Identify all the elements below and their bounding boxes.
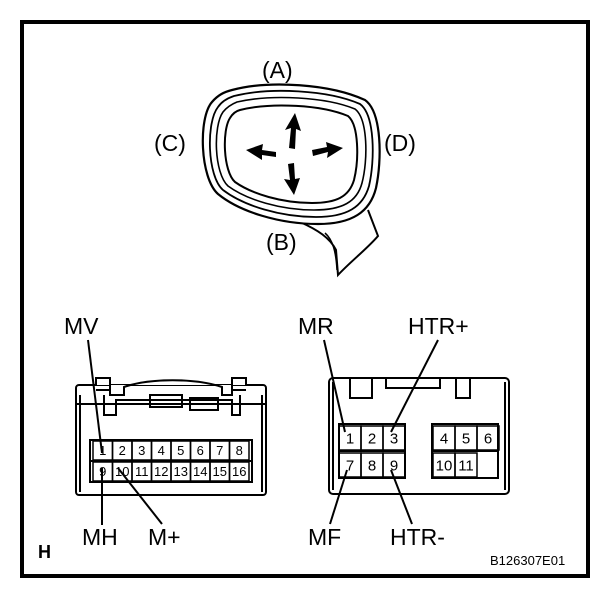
label-d: (D) bbox=[384, 130, 416, 156]
pin-number: 8 bbox=[368, 457, 376, 474]
mirror-illustration bbox=[201, 83, 381, 278]
label-htr-minus: HTR- bbox=[390, 524, 445, 550]
left-leader-lines bbox=[87, 339, 163, 525]
pin-number: 15 bbox=[213, 464, 227, 479]
label-mr: MR bbox=[298, 313, 334, 339]
label-htr-plus: HTR+ bbox=[408, 313, 469, 339]
pin-cell bbox=[228, 461, 250, 482]
pin-number: 5 bbox=[177, 443, 184, 458]
corner-letter: H bbox=[38, 542, 51, 562]
mirror-glass bbox=[223, 104, 359, 205]
pin-number: 7 bbox=[216, 443, 223, 458]
left-connector-latch bbox=[95, 377, 247, 396]
pin-number: 10 bbox=[436, 457, 453, 474]
pin-number: 12 bbox=[154, 464, 168, 479]
pin-number: 10 bbox=[115, 464, 129, 479]
pin-number: 1 bbox=[346, 430, 354, 447]
arrow-down-icon bbox=[284, 163, 300, 195]
pin-number: 13 bbox=[174, 464, 188, 479]
pin-number: 11 bbox=[458, 457, 474, 474]
pin-number: 6 bbox=[484, 430, 492, 447]
pin-number: 4 bbox=[158, 443, 165, 458]
pin-number: 11 bbox=[135, 464, 149, 479]
label-mh: MH bbox=[82, 524, 118, 550]
diagram-border bbox=[20, 20, 590, 578]
right-connector-latch bbox=[349, 378, 373, 399]
arrow-right-icon bbox=[312, 142, 343, 158]
pin-cell bbox=[228, 440, 250, 461]
label-mplus: M+ bbox=[148, 524, 181, 550]
mirror-housing-mid bbox=[209, 90, 374, 218]
pin-number: 8 bbox=[236, 443, 243, 458]
pin-number: 16 bbox=[232, 464, 246, 479]
pin-number: 3 bbox=[138, 443, 145, 458]
arrow-up-icon bbox=[285, 113, 301, 149]
mirror-mount bbox=[299, 209, 380, 278]
figure-code: B126307E01 bbox=[490, 553, 565, 568]
mirror-mount-inner bbox=[324, 232, 338, 271]
mirror-housing-inner bbox=[215, 96, 367, 211]
label-b: (B) bbox=[266, 229, 297, 255]
label-a: (A) bbox=[262, 57, 293, 83]
pin-number: 2 bbox=[119, 443, 126, 458]
label-mv: MV bbox=[64, 313, 99, 339]
pin-cell bbox=[476, 425, 500, 451]
pin-number: 7 bbox=[346, 457, 354, 474]
pin-number: 2 bbox=[368, 430, 376, 447]
pin-number: 3 bbox=[390, 430, 398, 447]
pin-number: 9 bbox=[390, 457, 398, 474]
pin-number: 5 bbox=[462, 430, 470, 447]
label-c: (C) bbox=[154, 130, 186, 156]
right-connector bbox=[328, 377, 510, 495]
pin-number: 4 bbox=[440, 430, 448, 447]
label-mf: MF bbox=[308, 524, 341, 550]
pin-number: 6 bbox=[197, 443, 204, 458]
arrow-left-icon bbox=[246, 144, 276, 160]
pin-cell bbox=[454, 452, 478, 478]
pin-number: 14 bbox=[193, 464, 207, 479]
right-leader-lines bbox=[323, 339, 439, 525]
pin-number: 1 bbox=[99, 443, 106, 458]
